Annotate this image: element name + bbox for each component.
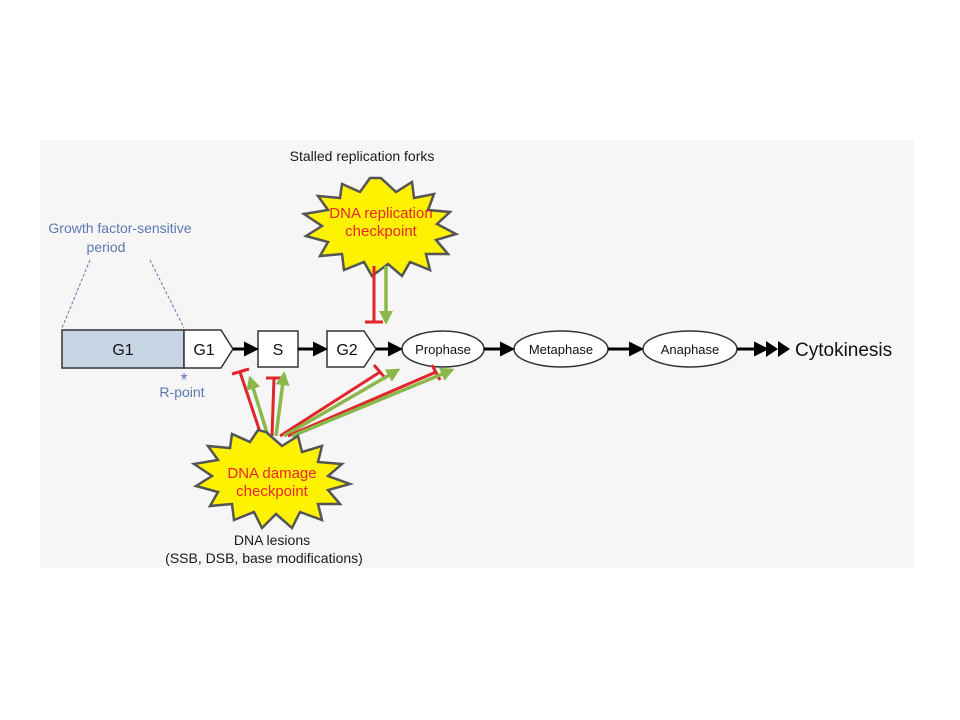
dna-lesions-label: DNA lesions <box>234 532 310 548</box>
r-point-asterisk: * <box>180 370 187 390</box>
replication-checkpoint-label-1: DNA replication <box>329 205 432 222</box>
damage-inhibit-prophase-bar <box>430 364 442 381</box>
damage-checkpoint-label-1: DNA damage <box>227 465 316 482</box>
damage-burst-shape <box>190 428 355 531</box>
damage-checkpoint-label-2: checkpoint <box>236 483 309 500</box>
cytokinesis-double-arrow-head-2 <box>778 341 790 357</box>
replication-burst-shape <box>300 176 460 278</box>
g1-phase-label: G1 <box>193 342 214 359</box>
dna-lesions-types-label: (SSB, DSB, base modifications) <box>165 550 363 566</box>
r-point-label: R-point <box>159 384 204 400</box>
growth-factor-label-2: period <box>87 239 126 255</box>
s-phase-label: S <box>273 342 284 359</box>
damage-inhibit-g2 <box>279 370 381 438</box>
damage-inhibit-g1 <box>238 371 264 439</box>
damage-activate-prophase <box>291 367 455 438</box>
g1-growth-label: G1 <box>112 342 133 359</box>
growth-period-bracket-right <box>149 259 185 329</box>
growth-factor-label-1: Growth factor-sensitive <box>48 220 191 236</box>
metaphase-label: Metaphase <box>529 342 593 357</box>
damage-inhibit-g1-bar <box>231 367 250 376</box>
cytokinesis-label: Cytokinesis <box>795 340 892 361</box>
cytokinesis-double-arrow-head <box>766 341 778 357</box>
damage-activate-g2 <box>283 368 401 438</box>
damage-activate-g1 <box>246 375 270 437</box>
damage-checkpoint-arrows <box>231 364 455 439</box>
damage-checkpoint-burst: DNA damage checkpoint <box>190 428 355 531</box>
damage-inhibit-prophase <box>287 370 437 438</box>
growth-period-bracket-left <box>61 259 91 329</box>
g1-growth-box <box>61 329 185 369</box>
stalled-replication-forks-label: Stalled replication forks <box>290 148 435 164</box>
anaphase-label: Anaphase <box>661 342 720 357</box>
s-phase-box <box>257 330 299 368</box>
g2-phase-box <box>326 330 377 368</box>
g1-phase-box <box>183 329 234 369</box>
replication-checkpoint-burst: DNA replication checkpoint <box>300 176 460 278</box>
phase-flow-arrows <box>233 341 790 357</box>
g2-phase-label: G2 <box>336 342 357 359</box>
replication-checkpoint-label-2: checkpoint <box>345 223 418 240</box>
prophase-label: Prophase <box>415 342 471 357</box>
damage-activate-s <box>274 371 290 437</box>
damage-inhibit-s <box>270 377 276 437</box>
